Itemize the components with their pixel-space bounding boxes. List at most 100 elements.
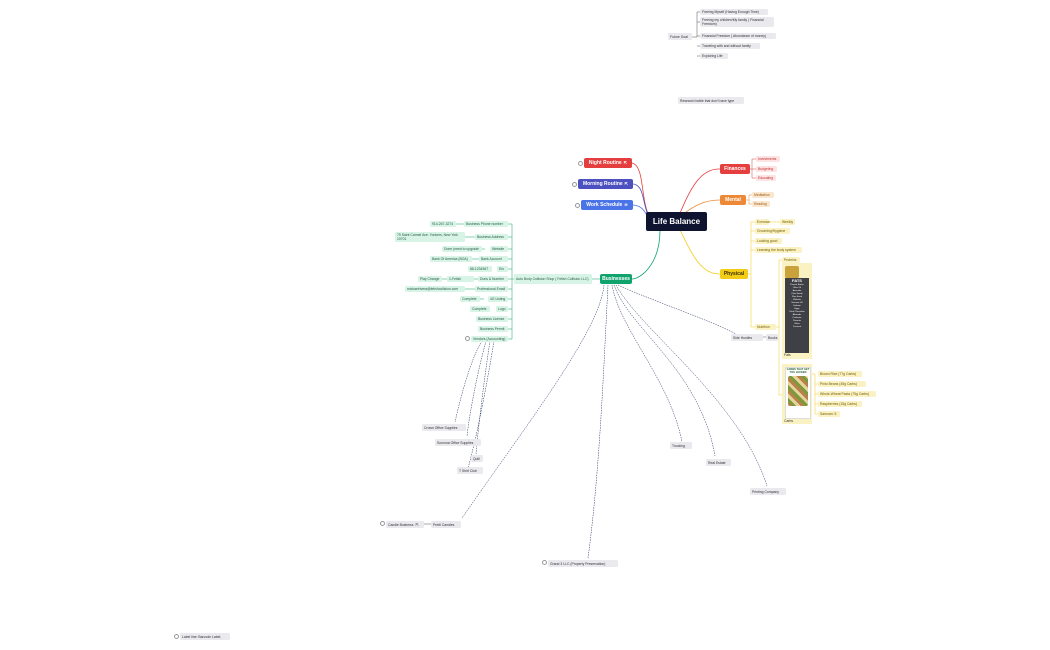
business-detail-value[interactable]: Complete <box>470 306 490 312</box>
fats-item: Avocado <box>792 290 802 292</box>
mental-item[interactable]: Meditation <box>752 192 774 198</box>
collapse-toggle[interactable] <box>572 182 577 187</box>
physical-item[interactable]: Learning the body system <box>755 247 802 253</box>
night-routine-node[interactable]: Night Routine⇱ <box>584 158 632 168</box>
carbs-item[interactable]: Brown Rice (77g Carbs) <box>818 371 862 377</box>
business-detail-value[interactable]: 1-Fetish <box>447 276 474 282</box>
business-detail-key[interactable]: Business Phone number <box>464 221 508 227</box>
business-sub-node[interactable]: Pretti Candles <box>431 521 461 528</box>
business-sub-node[interactable]: Crown Office Supplies <box>422 424 466 431</box>
fats-card[interactable]: FATS Peanut Butter Olive Oil Avocado Chi… <box>782 263 812 359</box>
businesses-node[interactable]: Businesses <box>600 274 632 284</box>
business-sub-node[interactable]: T Shirt Club <box>457 467 483 474</box>
legend-node[interactable]: Label line: Barcode Label, <box>180 633 230 640</box>
carbs-item[interactable]: Raspberries (15g Carbs) <box>818 401 862 407</box>
proteins-node[interactable]: Proteins <box>782 257 800 263</box>
external-link-icon[interactable]: ⇱ <box>415 521 419 527</box>
node-label: Candle Business <box>388 522 414 527</box>
business-detail-value[interactable]: 79 Saint Carmel Ave. Yonkers, New York 1… <box>395 232 465 242</box>
fats-item: Peanut Butter <box>790 284 804 286</box>
business-sub-node[interactable]: Real Estate <box>706 459 731 466</box>
carbs-food-image <box>788 376 808 406</box>
business-detail-value[interactable]: 914-267-3274 <box>430 221 456 227</box>
center-node[interactable]: Life Balance <box>646 212 707 231</box>
business-detail-key[interactable]: Logo <box>496 306 508 312</box>
business-detail-key[interactable]: Business Permit <box>478 326 508 332</box>
business-sub-node[interactable]: Side Hustles <box>731 334 763 341</box>
finances-item[interactable]: Budgeting <box>756 166 777 172</box>
future-goal-item[interactable]: Freeing my children/My family ( Financia… <box>700 17 774 27</box>
external-link-icon[interactable]: ⇱ <box>623 160 628 165</box>
mental-item[interactable]: Reading <box>752 201 770 207</box>
business-detail-key[interactable]: Duns & Number <box>478 276 508 282</box>
carbs-label: Carbs <box>784 419 794 423</box>
business-detail-value[interactable]: Complete <box>460 296 480 302</box>
collapse-toggle[interactable] <box>174 634 179 639</box>
wifi-icon[interactable]: ≋ <box>624 202 628 207</box>
business-detail-key[interactable]: Ein <box>497 266 508 272</box>
finances-item[interactable]: Educating <box>756 175 776 181</box>
carbs-card[interactable]: CARBS THAT GET YOU JACKED Carbs <box>782 364 812 424</box>
node-label: Night Routine <box>588 160 622 166</box>
finances-item[interactable]: Investments <box>756 156 780 162</box>
collapse-toggle[interactable] <box>578 161 583 166</box>
auto-body-shop-node[interactable]: Auto Body Collision Shop ( Fetish Collis… <box>514 274 592 284</box>
future-goal-item[interactable]: Traveling with and without family <box>700 43 760 49</box>
node-label: Morning Routine <box>582 181 623 187</box>
business-sub-node[interactable]: Grand 3 LLC (Property Preservation) <box>548 560 618 567</box>
candle-business-node[interactable]: Candle Business⇱ <box>386 521 424 528</box>
business-sub-node[interactable]: Printing Company <box>750 488 786 495</box>
carbs-infographic: CARBS THAT GET YOU JACKED <box>785 367 811 419</box>
business-detail-key[interactable]: Website <box>490 246 508 252</box>
collapse-toggle[interactable] <box>465 336 470 341</box>
fats-item: Salmon <box>793 305 801 307</box>
business-sub-node[interactable]: Quill <box>471 455 483 462</box>
business-detail-value[interactable]: Bank Of America (BOA) <box>430 256 472 262</box>
future-goal-item[interactable]: Freeing Myself (Having Enough Time) <box>700 9 768 15</box>
business-detail-value[interactable]: 88-1234567 <box>468 266 492 272</box>
business-detail-key[interactable]: 4G Listing <box>488 296 508 302</box>
fats-item: Eggs <box>794 308 800 310</box>
node-label: Work Schedule <box>586 202 623 208</box>
finances-node[interactable]: Finances <box>720 164 750 174</box>
fats-item: Almonds <box>792 314 802 316</box>
nutrition-node[interactable]: Nutrition <box>755 324 776 330</box>
carbs-item[interactable]: Pinto Beans (45g Carbs) <box>818 381 866 387</box>
future-goal-node[interactable]: Future Goal <box>668 33 692 40</box>
fats-item: Walnuts <box>793 299 801 301</box>
work-schedule-node[interactable]: Work Schedule≋ <box>581 200 633 210</box>
external-link-icon[interactable]: ⇱ <box>624 181 629 186</box>
fats-item: Dark Chocolate <box>789 311 805 313</box>
business-sub-node[interactable]: Sumona Office Supplies <box>435 439 481 446</box>
business-detail-key[interactable]: Vendors (Accounting) <box>471 336 508 342</box>
collapse-toggle[interactable] <box>542 560 547 565</box>
fats-item: Coconut <box>792 326 802 328</box>
business-sub-node[interactable]: Books <box>766 334 778 341</box>
business-detail-key[interactable]: Business License <box>476 316 508 322</box>
business-detail-key[interactable]: Professional Email <box>475 286 508 292</box>
business-detail-key[interactable]: Bank Account <box>479 256 508 262</box>
physical-item[interactable]: Grooming/Hygiene <box>755 228 790 234</box>
fats-item: Chia Seeds <box>791 293 803 295</box>
carbs-item[interactable]: Whole-Wheat Pasta (75g Carbs) <box>818 391 876 397</box>
physical-item[interactable]: Looking good <box>755 238 782 244</box>
fats-item: Cashews <box>792 317 802 319</box>
exercise-weekly[interactable]: Weekly <box>780 219 795 225</box>
business-detail-value[interactable]: Done (need to upgrade <box>442 246 482 252</box>
fats-label: Fats <box>784 353 791 357</box>
business-sub-node[interactable]: Trucking <box>670 442 692 449</box>
future-goal-item[interactable]: Exploring Life <box>700 53 728 59</box>
future-goal-item[interactable]: Financial Freedom ( Abundance of money) <box>700 33 776 39</box>
carbs-item[interactable]: Samoan: 5 <box>818 411 840 417</box>
mental-node[interactable]: Mental <box>720 195 746 205</box>
business-detail-key[interactable]: Business Address <box>475 234 508 240</box>
carbs-title: CARBS THAT GET YOU JACKED <box>786 368 810 374</box>
collapse-toggle[interactable] <box>380 521 385 526</box>
physical-item[interactable]: Exercise <box>755 219 771 225</box>
collapse-toggle[interactable] <box>575 203 580 208</box>
morning-routine-node[interactable]: Morning Routine⇱ <box>578 179 633 189</box>
business-detail-pre[interactable]: Play Change <box>418 276 442 282</box>
business-detail-value[interactable]: michaelrivera@fetishcollision.com <box>405 286 465 292</box>
research-note[interactable]: Research bottle that don't have type <box>678 97 744 104</box>
physical-node[interactable]: Physical <box>720 269 748 279</box>
